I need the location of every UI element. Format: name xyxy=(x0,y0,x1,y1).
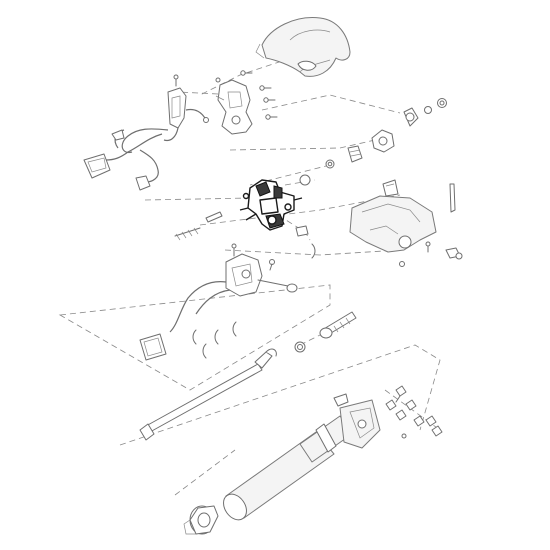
turn-signal-switch xyxy=(163,87,209,142)
column-upper-shroud xyxy=(255,17,351,77)
dimmer-switch-rod xyxy=(174,211,223,241)
key-release-lever xyxy=(445,183,463,260)
ignition-switch-bracket xyxy=(215,77,253,135)
steering-shaft xyxy=(139,311,357,441)
lock-cylinder-housing xyxy=(299,98,447,186)
switch-wiring-harness xyxy=(83,128,169,191)
bearing-adapter xyxy=(183,505,219,535)
column-lower-shroud xyxy=(349,179,437,267)
column-jacket-tube xyxy=(223,393,381,521)
retaining-clips xyxy=(192,243,316,359)
multifunction-switch-assembly xyxy=(239,179,303,231)
lock-plate-pin xyxy=(295,225,309,237)
column-fasteners xyxy=(385,385,443,439)
shroud-screws xyxy=(173,70,278,120)
assembly-leader-lines xyxy=(58,54,441,496)
tilt-lever-assembly xyxy=(139,243,298,361)
